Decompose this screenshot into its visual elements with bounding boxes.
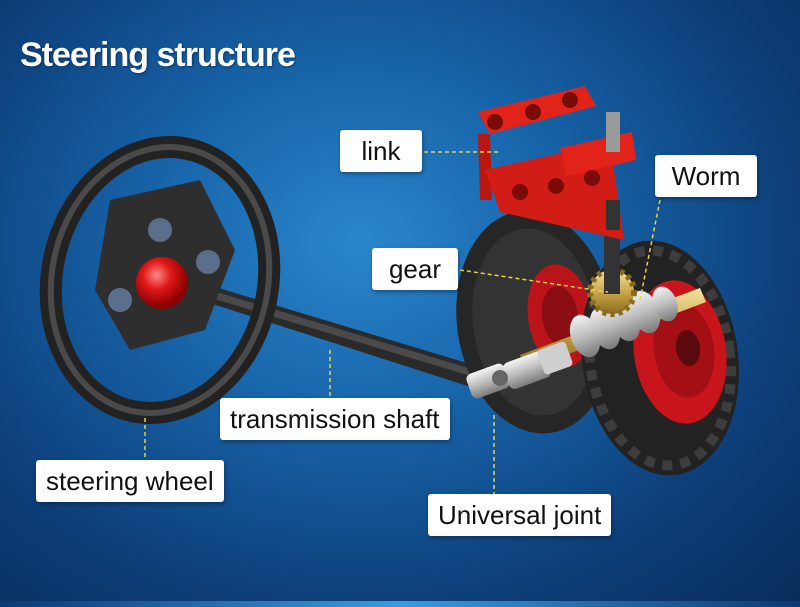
page-title: Steering structure: [20, 36, 296, 74]
steering-wheel: [39, 136, 281, 424]
label-steering-wheel: steering wheel: [36, 460, 224, 502]
bottom-accent-bar: [0, 601, 800, 607]
universal-joint: [466, 341, 573, 399]
label-worm: Worm: [655, 155, 757, 197]
label-link: link: [340, 130, 422, 172]
label-gear: gear: [372, 248, 458, 290]
steering-knob: [136, 257, 188, 309]
leader-lines: [144, 151, 661, 494]
worm-gear: [569, 286, 678, 358]
pinion-gear: [587, 230, 637, 317]
link-part: [478, 86, 636, 240]
label-transmission-shaft: transmission shaft: [220, 398, 450, 440]
label-universal-joint: Universal joint: [428, 494, 612, 536]
